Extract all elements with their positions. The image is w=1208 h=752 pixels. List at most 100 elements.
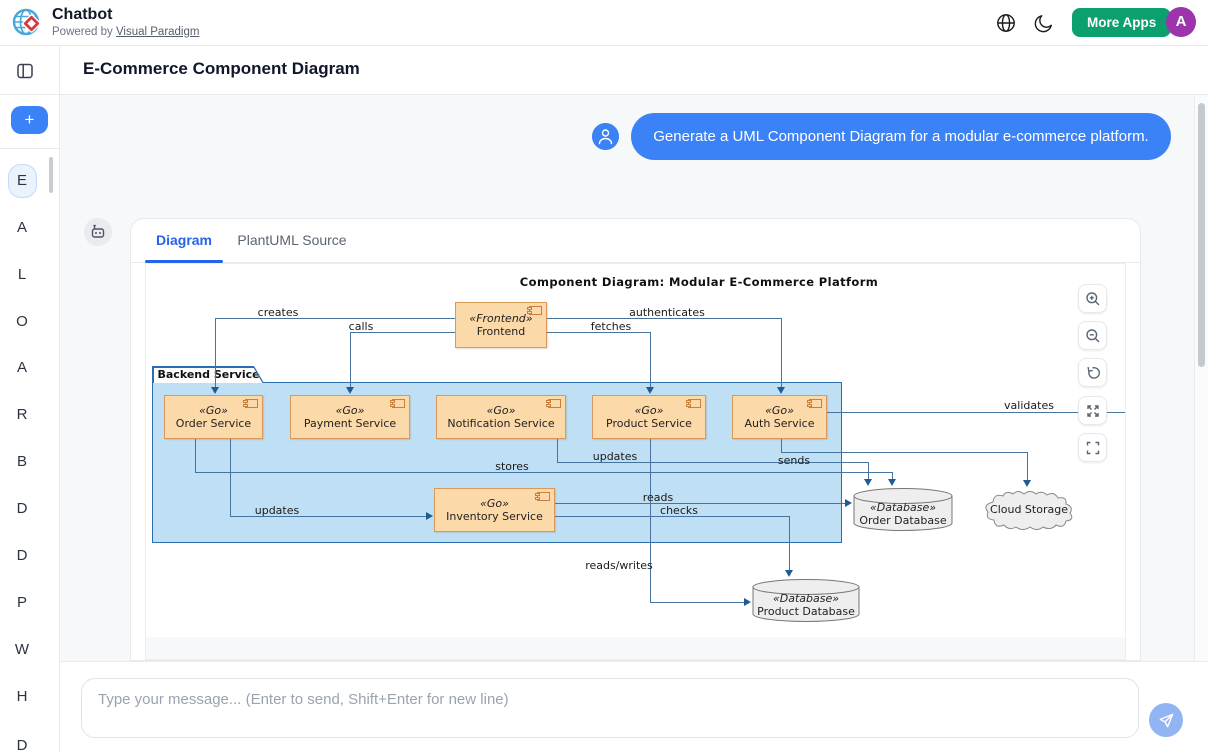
language-globe-icon[interactable] [995,12,1017,34]
arrowhead [744,598,751,606]
edge-label: calls [348,320,374,333]
edge-segment [892,472,893,479]
dark-mode-moon-icon[interactable] [1033,12,1055,34]
edge-label: sends [777,454,811,467]
panel-toggle-icon[interactable] [16,62,34,80]
component-stereotype: «Go» [199,404,228,417]
edge-label: stores [495,460,529,473]
chat-list-item[interactable]: W [14,641,30,658]
message-input-bar [60,661,1208,752]
diagram-title: Component Diagram: Modular E-Commerce Pl… [519,275,879,289]
component-stereotype: «Go» [765,404,794,417]
component-icon [527,306,542,315]
package-label: Backend Services [154,368,263,384]
chat-list-item[interactable]: L [17,266,27,283]
component-icon [686,399,701,408]
visual-paradigm-link[interactable]: Visual Paradigm [115,26,200,38]
edge-segment [555,516,789,517]
edge-segment [215,318,455,319]
title-bar: E-Commerce Component Diagram [60,46,1208,95]
edge-label: checks [660,504,698,517]
chat-list-item[interactable]: A [16,219,27,236]
expand-button[interactable] [1078,396,1107,425]
component-name: Auth Service [744,417,815,430]
sidebar-divider [0,148,59,149]
tab-bar: Diagram PlantUML Source [131,219,1140,263]
chat-list-item[interactable]: B [16,453,27,470]
component-notification-service: «Go» Notification Service [436,395,566,439]
reset-view-button[interactable] [1078,358,1107,387]
chat-scrollbar-thumb[interactable] [1198,103,1205,367]
edge-segment [789,516,790,570]
edge-segment [650,439,651,602]
component-stereotype: «Go» [335,404,365,417]
bot-avatar-robot-icon [84,218,112,246]
database-cylinder-icon [752,579,860,622]
component-stereotype: «Go» [486,404,516,417]
chat-list-item[interactable]: R [16,406,28,423]
component-product-service: «Go» Product Service [592,395,706,439]
node-name: Cloud Storage [990,503,1068,516]
chat-list-item[interactable]: O [16,313,28,330]
fullscreen-icon [1086,441,1099,454]
chat-scrollbar[interactable] [1194,95,1208,661]
chat-list-item[interactable]: D [16,737,28,752]
edge-segment [868,462,869,479]
component-order-service: «Go» Order Service [164,395,263,439]
edge-segment [547,318,781,319]
new-chat-button[interactable]: + [11,106,48,134]
arrowhead [426,512,433,520]
send-button[interactable] [1149,703,1183,737]
node-cloud-storage: Cloud Storage [979,488,1079,530]
user-message-avatar-icon [592,123,619,150]
sidebar-scrollbar[interactable] [49,157,53,193]
app-title: Chatbot [52,6,113,23]
user-message-bubble: Generate a UML Component Diagram for a m… [631,113,1171,160]
user-avatar-badge[interactable]: A [1166,7,1196,37]
edge-segment [1027,452,1028,480]
component-icon [807,399,822,408]
edge-label: updates [254,504,300,517]
chat-list-item[interactable]: D [16,547,28,564]
edge-segment [230,439,231,516]
arrowhead [888,479,896,486]
node-stereotype: «Database» [772,592,840,605]
tab-plantuml-source[interactable]: PlantUML Source [237,232,347,248]
active-tab-underline [145,260,223,263]
arrowhead [211,387,219,394]
more-apps-button[interactable]: More Apps [1072,8,1172,37]
zoom-out-button[interactable] [1078,321,1107,350]
message-input[interactable] [81,678,1139,738]
edge-segment [781,452,1027,453]
chat-list-item[interactable]: P [16,594,27,611]
sidebar-top-row [0,46,59,95]
component-icon [546,399,561,408]
arrowhead [845,499,852,507]
bot-response-card: Diagram PlantUML Source Component Diagra… [130,218,1141,661]
component-stereotype: «Go» [480,497,509,510]
chat-list-item[interactable]: A [16,359,27,376]
arrowhead [1023,480,1031,487]
edge-segment [781,318,782,388]
component-name: Order Service [175,417,252,430]
chat-list-item[interactable]: H [16,688,28,705]
node-stereotype: «Database» [869,501,937,514]
edge-segment [350,332,351,388]
zoom-in-button[interactable] [1078,284,1107,313]
fullscreen-button[interactable] [1078,433,1107,462]
edge-label: fetches [590,320,632,333]
edge-segment [827,412,1125,413]
tab-diagram[interactable]: Diagram [155,232,213,248]
powered-by: Powered by Visual Paradigm [52,26,199,38]
component-icon [535,492,550,501]
component-name: Inventory Service [446,510,543,523]
edge-segment [557,462,868,463]
component-name: Product Service [606,417,692,430]
chat-list-item[interactable]: D [16,500,28,517]
diagram-viewport[interactable]: Component Diagram: Modular E-Commerce Pl… [145,263,1126,660]
chat-list-item[interactable]: E [16,172,27,189]
component-inventory-service: «Go» Inventory Service [434,488,555,532]
reset-icon [1087,366,1100,379]
component-icon [243,399,258,408]
